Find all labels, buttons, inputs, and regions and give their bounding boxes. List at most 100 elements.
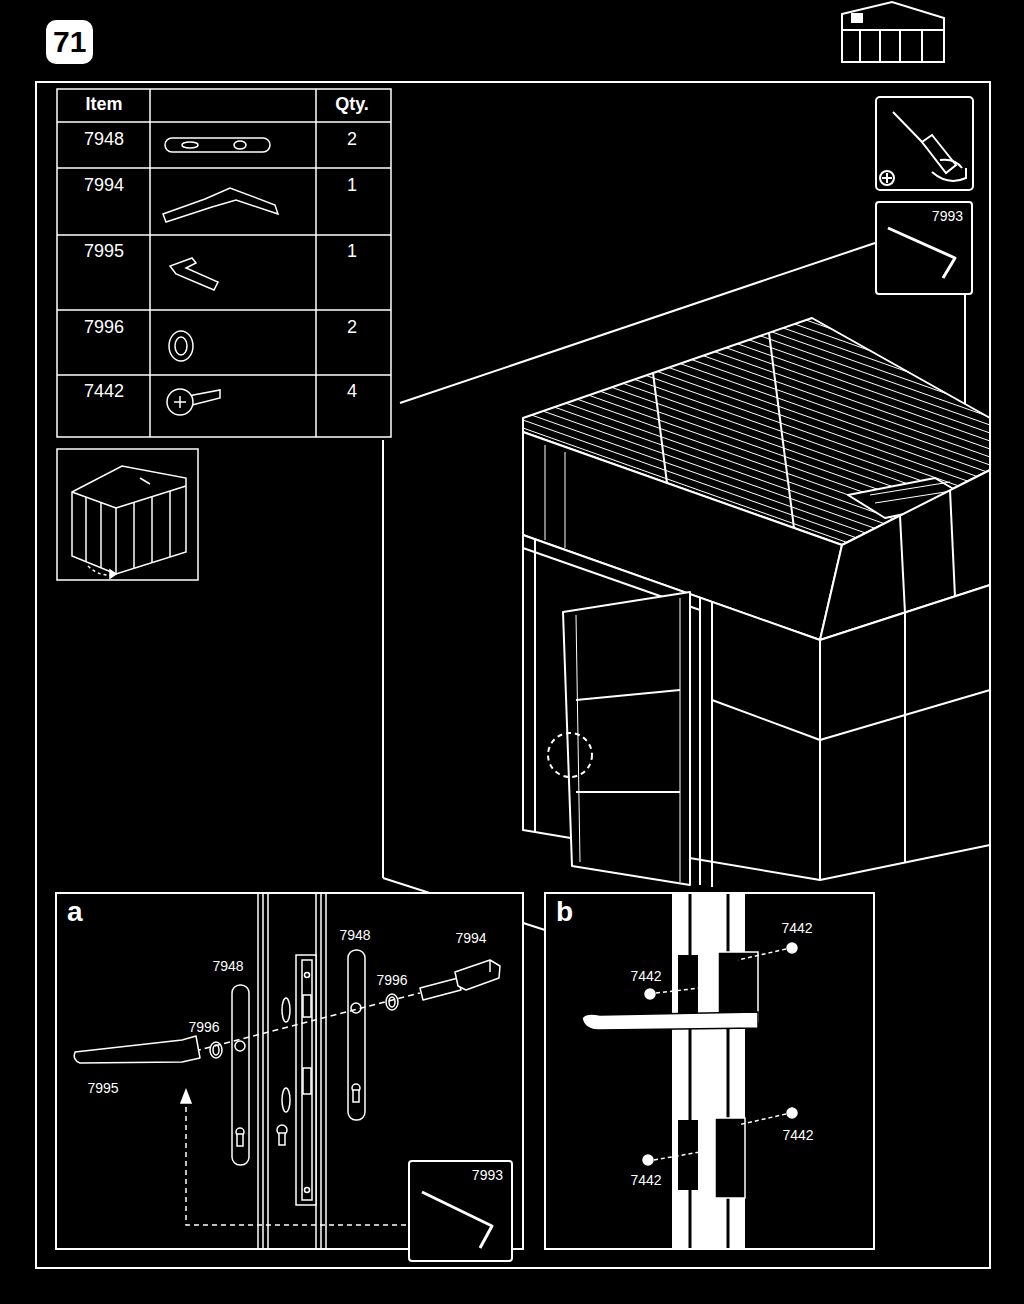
detail-panel: a7993 (55, 892, 524, 1250)
lock-body (282, 998, 290, 1022)
parts-table (315, 89, 317, 437)
thumbnail (110, 570, 116, 578)
thumbnail (100, 503, 102, 568)
thumbnail (57, 449, 198, 580)
callout-number: 7996 (376, 973, 407, 988)
part-icon (165, 138, 270, 152)
escutcheon-plate (237, 1134, 243, 1146)
door-handle (455, 960, 500, 990)
lock-body (296, 955, 316, 1205)
part-number: 7993 (472, 1167, 503, 1183)
callout-number: 7948 (212, 959, 243, 974)
escutcheon-plate (353, 1090, 359, 1102)
guide-arrow (181, 1090, 406, 1225)
house-icon (899, 30, 901, 62)
part-number: 7994 (84, 176, 124, 196)
profile-section (689, 892, 692, 1250)
screw (643, 1155, 653, 1165)
quantity: 2 (347, 318, 357, 338)
lock-body (303, 995, 311, 1017)
greenhouse (711, 602, 713, 887)
greenhouse (534, 540, 536, 832)
quantity: 4 (347, 382, 357, 402)
callout-number: 7996 (188, 1020, 219, 1035)
parts-table (57, 89, 391, 437)
profile-section (715, 1118, 745, 1198)
house-icon (921, 30, 923, 62)
lock-body (279, 1133, 285, 1145)
door-handle (420, 978, 461, 1000)
detail-panel: b (544, 892, 875, 1250)
greenhouse (712, 700, 820, 740)
lock-body (305, 973, 310, 978)
greenhouse (680, 598, 681, 882)
screwdriver-icon (893, 112, 925, 145)
page-frame (36, 82, 990, 1268)
allen-key (888, 228, 955, 278)
tool-inset: 7993 (875, 201, 973, 295)
greenhouse (565, 452, 566, 548)
screw (787, 1108, 797, 1118)
part-icon (169, 331, 193, 361)
table-header: Item (85, 95, 122, 115)
thumbnail (57, 449, 198, 580)
quantity: 1 (347, 176, 357, 196)
lock-body (305, 1188, 310, 1193)
thumbnail (116, 486, 186, 508)
callout-number: 7442 (781, 921, 812, 936)
greenhouse (563, 592, 690, 885)
tool-inset: 7993 (408, 1160, 513, 1262)
screw (787, 943, 797, 953)
greenhouse (900, 516, 905, 613)
screwdriver-icon (932, 168, 966, 181)
profile-section (672, 892, 745, 1250)
screwdriver-icon (876, 97, 973, 190)
parts-table (57, 89, 391, 437)
thumbnail (85, 497, 87, 561)
roof-panel (523, 308, 990, 473)
greenhouse (699, 598, 701, 885)
page-frame (36, 82, 990, 1268)
roof-panel (523, 300, 990, 465)
roof-panel (523, 284, 990, 449)
house-icon (852, 14, 862, 22)
escutcheon-plate (235, 1041, 245, 1051)
door-profile (267, 892, 269, 1250)
roof-panel (523, 236, 990, 401)
callout-number: 7948 (339, 928, 370, 943)
door-profile (262, 892, 264, 1250)
thumbnail (72, 466, 186, 574)
house-icon (842, 29, 944, 31)
house-icon (842, 2, 944, 62)
lock-body (302, 960, 312, 1200)
parts-table (57, 309, 391, 311)
thumbnail (115, 508, 117, 574)
lock-body (282, 1088, 290, 1112)
door-profile (325, 892, 327, 1250)
greenhouse (523, 220, 990, 887)
step-number: 71 (46, 20, 93, 64)
part-icon (182, 142, 198, 148)
thumbnail (151, 497, 153, 563)
house-icon (859, 30, 861, 62)
screw (738, 1114, 786, 1125)
part-number: 7993 (932, 208, 963, 224)
thumbnail (72, 492, 116, 508)
escutcheon-plate (232, 985, 249, 1165)
screw (645, 989, 655, 999)
greenhouse (653, 373, 667, 483)
screw (654, 1152, 700, 1160)
roof-panel (523, 220, 990, 385)
house-icon (879, 30, 881, 62)
thumbnail (140, 478, 150, 484)
greenhouse (769, 333, 794, 528)
rosette (389, 997, 395, 1007)
greenhouse (904, 612, 906, 862)
quantity: 2 (347, 130, 357, 150)
detail-background (544, 892, 875, 1250)
rosette (213, 1045, 219, 1055)
profile-section (582, 1012, 758, 1030)
door-handle (74, 1036, 200, 1063)
part-icon (175, 337, 187, 355)
